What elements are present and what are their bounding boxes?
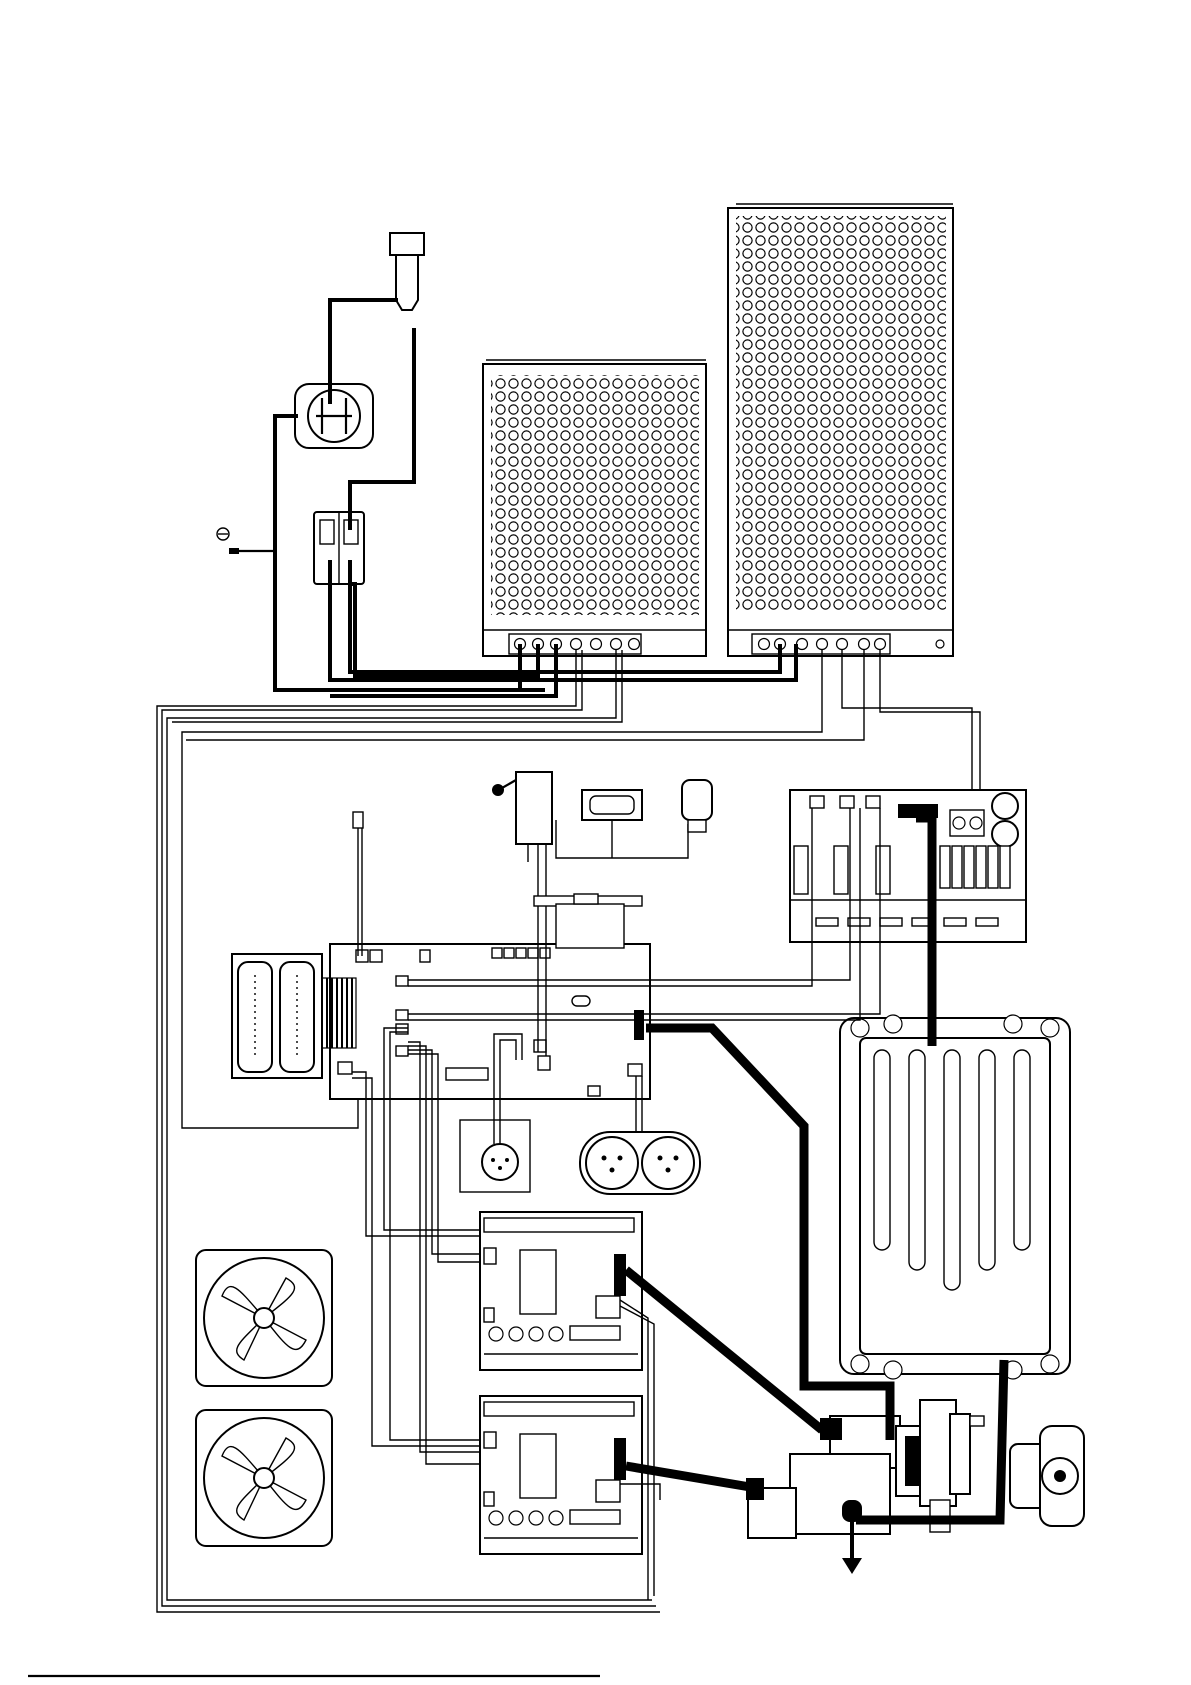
db9-connector — [556, 790, 688, 858]
power-socket — [295, 384, 373, 448]
power-switch — [314, 512, 364, 584]
heater-block — [840, 1015, 1070, 1379]
push-button — [682, 780, 712, 832]
control-board — [330, 944, 650, 1099]
cooling-fan-1 — [196, 1250, 332, 1386]
power-supply-large — [728, 204, 953, 656]
temperature-sensor — [353, 812, 363, 956]
db9-header — [556, 904, 624, 948]
ground-symbol — [217, 528, 275, 554]
relay-board — [790, 790, 1026, 942]
terminal-block — [752, 634, 890, 654]
power-supply-small — [483, 360, 706, 656]
terminal-block — [509, 634, 641, 654]
cooling-fan-2 — [196, 1410, 332, 1546]
motor-driver-board-2 — [480, 1396, 642, 1554]
motor-driver-board-1 — [480, 1212, 642, 1370]
